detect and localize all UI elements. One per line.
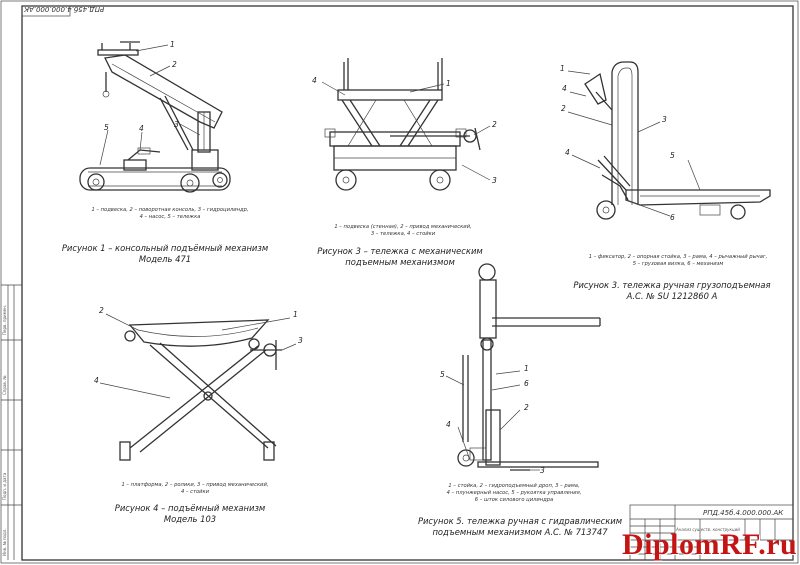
- fig5-caption-line-2: подъемным механизмом А.С. № 713747: [432, 527, 608, 537]
- fig1-label-3: 3: [174, 120, 179, 129]
- fig4-legend-line-1: 1 – платформа, 2 – ролики, 3 – привод ме…: [121, 482, 269, 488]
- fig1-drawing: [79, 41, 231, 193]
- fig5-label-4: 4: [446, 420, 451, 429]
- fig3b-legend-line-2: 5 – грузовая вилка, 6 – механизм: [632, 261, 724, 267]
- inner-frame: [21, 5, 794, 561]
- fig3b-label-2: 2: [561, 104, 566, 113]
- fig3a-label-1: 1: [446, 79, 451, 88]
- fig4-label-4: 4: [94, 376, 99, 385]
- fig5-legend-line-1: 1 – стойка, 2 – гидроподъемный дроп, 3 –…: [448, 483, 580, 489]
- fig3b-caption-line-1: Рисунок 3. тележка ручная грузоподъемная: [573, 280, 771, 290]
- fig5-legend-line-3: 6 – шток силового цилиндра: [474, 497, 554, 503]
- fig3b-label-4b: 4: [565, 148, 570, 157]
- title-block-code: РПД.45б.4.000.000.АК: [703, 509, 784, 517]
- fig1-label-2: 2: [172, 60, 177, 69]
- margin-label-3: Подп. и дата: [2, 472, 7, 500]
- fig1-label-5: 5: [104, 123, 109, 132]
- fig4-label-3: 3: [298, 336, 303, 345]
- fig5-label-3: 3: [540, 466, 545, 475]
- fig5-drawing: [445, 263, 601, 471]
- fig1-label-1: 1: [170, 40, 175, 49]
- fig3a-label-4: 4: [312, 76, 317, 85]
- title-block-sheet-title: Анализ существ. конструкций: [676, 527, 740, 532]
- title-block: [629, 504, 794, 561]
- fig5-label-5: 5: [440, 370, 445, 379]
- fig3b-legend-line-1: 1 – фиксатор, 2 – опорная стойка, 3 – ра…: [588, 254, 768, 260]
- fig4-label-2: 2: [99, 306, 104, 315]
- fig5-label-6: 6: [524, 379, 529, 388]
- margin-label-2: Справ. №: [2, 375, 7, 395]
- fig3b-caption-line-2: А.С. № SU 1212860 А: [626, 291, 718, 301]
- fig5-label-2: 2: [524, 403, 529, 412]
- fig3a-legend-line-1: 1 – подвеска (стенная), 2 – привод механ…: [334, 224, 472, 230]
- watermark-logo: DiplomRF.ru: [622, 528, 798, 561]
- fig3b-label-6: 6: [670, 213, 675, 222]
- fig5-caption-line-1: Рисунок 5. тележка ручная с гидравлическ…: [417, 516, 623, 526]
- fig3a-label-2: 2: [492, 120, 497, 129]
- fig1-caption-line-2: Модель 471: [138, 254, 192, 264]
- fig3a-label-3: 3: [492, 176, 497, 185]
- fig3a-caption-line-1: Рисунок 3 – тележка с механическим: [317, 246, 483, 256]
- fig1-legend-line-2: 4 – насос, 5 – тележка: [139, 214, 201, 220]
- fig4-drawing: [99, 313, 297, 461]
- margin-label-4: Инв. № подл.: [2, 528, 7, 556]
- fig5-label-1: 1: [524, 364, 529, 373]
- fig3b-label-4a: 4: [562, 84, 567, 93]
- fig3a-legend-line-2: 3 – тележка, 4 – стойки: [370, 231, 436, 237]
- top-stamp-box: [21, 5, 71, 17]
- fig3b-label-1: 1: [560, 64, 565, 73]
- fig1-legend-line-1: 1 – подвеска, 2 – поворотная консоль, 3 …: [91, 207, 249, 213]
- fig5-legend-line-2: 4 – плунжерный насос, 5 – рукоятка управ…: [446, 490, 582, 496]
- fig4-legend-line-2: 4 – стойки: [180, 489, 210, 495]
- fig3b-label-5: 5: [670, 151, 675, 160]
- fig3b-label-3: 3: [662, 115, 667, 124]
- margin-label-1: Перв. примен.: [2, 304, 7, 335]
- fig1-label-4: 4: [139, 124, 144, 133]
- fig3a-caption-line-2: подъемным механизмом: [345, 257, 455, 267]
- fig3a-drawing: [321, 58, 491, 191]
- fig4-label-1: 1: [293, 310, 298, 319]
- fig1-caption-line-1: Рисунок 1 – консольный подъёмный механиз…: [61, 243, 269, 253]
- fig4-caption-line-1: Рисунок 4 – подъёмный механизм: [114, 503, 266, 513]
- top-stamp-code: РПД.45б.4.000.000.АК: [24, 5, 105, 13]
- fig3b-drawing: [567, 61, 771, 220]
- fig4-caption-line-2: Модель 103: [163, 514, 217, 524]
